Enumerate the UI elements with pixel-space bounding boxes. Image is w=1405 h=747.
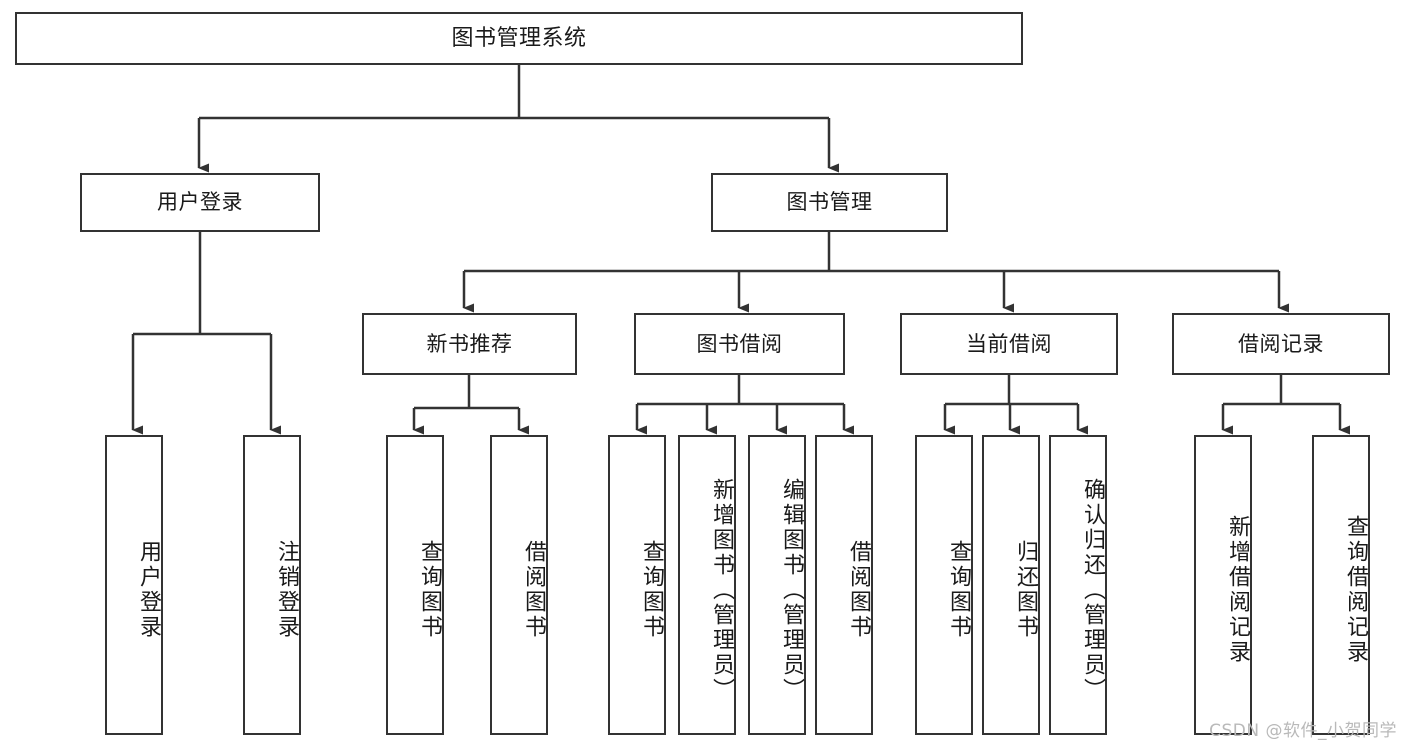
node-label: 新增借阅记录 <box>1225 515 1250 665</box>
node-label: 查询图书 <box>946 540 971 640</box>
leaf-borrow-book-book-borrow[interactable]: 借阅图书 <box>815 435 873 735</box>
node-root-book-management-system[interactable]: 图书管理系统 <box>15 12 1023 65</box>
node-label: 新增图书（管理员） <box>709 477 734 703</box>
node-label: 注销登录 <box>274 540 299 640</box>
node-book-management[interactable]: 图书管理 <box>711 173 948 232</box>
leaf-user-login[interactable]: 用户登录 <box>105 435 163 735</box>
node-label: 查询借阅记录 <box>1343 515 1368 665</box>
leaf-query-borrow-record[interactable]: 查询借阅记录 <box>1312 435 1370 735</box>
leaf-return-book[interactable]: 归还图书 <box>982 435 1040 735</box>
node-book-borrow[interactable]: 图书借阅 <box>634 313 845 375</box>
leaf-query-book-current-borrow[interactable]: 查询图书 <box>915 435 973 735</box>
node-label: 用户登录 <box>157 190 243 215</box>
node-label: 图书管理系统 <box>451 25 587 51</box>
leaf-add-book-admin[interactable]: 新增图书（管理员） <box>678 435 736 735</box>
node-current-borrow[interactable]: 当前借阅 <box>900 313 1118 375</box>
node-label: 确认归还（管理员） <box>1080 477 1105 703</box>
leaf-borrow-book-new-book-rec[interactable]: 借阅图书 <box>490 435 548 735</box>
node-label: 用户登录 <box>136 540 161 640</box>
csdn-watermark: CSDN @软件_小贺同学 <box>1209 721 1397 741</box>
node-label: 图书借阅 <box>696 331 783 356</box>
node-label: 借阅记录 <box>1238 331 1324 356</box>
node-borrow-record[interactable]: 借阅记录 <box>1172 313 1390 375</box>
node-label: 借阅图书 <box>846 540 871 640</box>
node-label: 归还图书 <box>1013 540 1038 640</box>
leaf-add-borrow-record[interactable]: 新增借阅记录 <box>1194 435 1252 735</box>
node-new-book-recommendation[interactable]: 新书推荐 <box>362 313 577 375</box>
node-label: 编辑图书（管理员） <box>779 477 804 703</box>
node-label: 当前借阅 <box>966 331 1052 356</box>
leaf-query-book-book-borrow[interactable]: 查询图书 <box>608 435 666 735</box>
leaf-edit-book-admin[interactable]: 编辑图书（管理员） <box>748 435 806 735</box>
node-label: 查询图书 <box>417 540 442 640</box>
node-label: 新书推荐 <box>426 331 513 356</box>
leaf-query-book-new-book-rec[interactable]: 查询图书 <box>386 435 444 735</box>
leaf-logout-login[interactable]: 注销登录 <box>243 435 301 735</box>
leaf-confirm-return-admin[interactable]: 确认归还（管理员） <box>1049 435 1107 735</box>
node-label: 借阅图书 <box>521 540 546 640</box>
node-user-login[interactable]: 用户登录 <box>80 173 320 232</box>
node-label: 查询图书 <box>639 540 664 640</box>
node-label: 图书管理 <box>786 190 873 215</box>
